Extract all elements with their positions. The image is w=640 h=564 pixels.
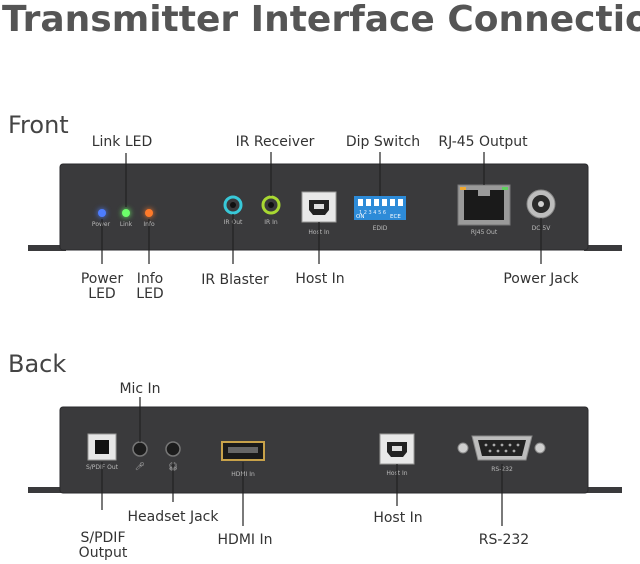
- ir-in-panel-label: IR In: [264, 219, 278, 226]
- headset-jack-callout: Headset Jack: [128, 509, 220, 525]
- dip-ece-label: ECE: [390, 214, 401, 220]
- power-jack-callout: Power Jack: [503, 271, 579, 287]
- front-usb-b-tongue: [314, 204, 324, 209]
- ir-in-jack: [261, 195, 281, 215]
- front-heading: Front: [8, 111, 69, 139]
- front-right-flange: [584, 245, 622, 251]
- info-led-callout-line2: LED: [136, 286, 163, 302]
- front-left-flange: [28, 245, 66, 251]
- rj45-out-panel-label: RJ45 Out: [471, 229, 498, 236]
- power-led-callout-line1: Power: [81, 271, 124, 287]
- spdif-callout-line1: S/PDIF: [80, 530, 125, 546]
- mic-in-callout: Mic In: [119, 381, 160, 397]
- link-led-callout: Link LED: [92, 134, 153, 150]
- ir-receiver-callout: IR Receiver: [236, 134, 315, 150]
- dip-on-label: ON: [356, 214, 364, 220]
- back-host-in-callout: Host In: [373, 510, 422, 526]
- link-led: [122, 209, 130, 217]
- rj45-output-callout: RJ-45 Output: [438, 134, 528, 150]
- power-led-callout-line2: LED: [88, 286, 115, 302]
- rs232-socket: [478, 440, 526, 456]
- back-usb-b-tongue: [392, 446, 402, 451]
- spdif-callout-line2: Output: [79, 545, 128, 561]
- info-led-callout-line1: Info: [137, 271, 164, 287]
- rs232-screw-right: [534, 442, 546, 454]
- hdmi-in-callout: HDMI In: [218, 532, 273, 548]
- page-title: Transmitter Interface Connection: [2, 0, 640, 40]
- ir-out-jack: [223, 195, 243, 215]
- back-left-flange: [28, 487, 66, 493]
- ir-blaster-callout: IR Blaster: [201, 272, 269, 288]
- info-led: [145, 209, 153, 217]
- ir-out-jack-hole: [230, 202, 236, 208]
- power-led-panel-label: Power: [92, 221, 111, 228]
- hdmi-socket: [228, 447, 258, 453]
- back-heading: Back: [8, 350, 66, 378]
- rj45-latch: [478, 190, 490, 196]
- mic-icon: 🎤︎: [135, 462, 145, 471]
- front-callout-lines: [101, 152, 542, 264]
- dip-switch-levers: [358, 199, 403, 206]
- rs232-pins: [484, 443, 520, 453]
- rs232-callout: RS-232: [479, 532, 529, 548]
- link-led-panel-label: Link: [120, 221, 133, 228]
- mic-jack: [132, 441, 148, 457]
- rj45-led-left: [460, 187, 466, 190]
- power-led: [98, 209, 106, 217]
- dip-numbers: 1 2 3 4 5 6: [359, 210, 386, 216]
- back-callout-lines: [101, 397, 503, 526]
- rj45-led-right: [502, 187, 508, 190]
- back-right-flange: [584, 487, 622, 493]
- ir-in-jack-hole: [268, 202, 274, 208]
- dip-switch-callout: Dip Switch: [346, 134, 420, 150]
- back-panel: [59, 406, 589, 494]
- spdif-socket: [95, 440, 109, 454]
- host-in-callout: Host In: [295, 271, 344, 287]
- headset-jack: [165, 441, 181, 457]
- edid-panel-label: EDID: [373, 225, 388, 232]
- dc-jack-pin: [538, 201, 544, 207]
- rs232-screw-left: [457, 442, 469, 454]
